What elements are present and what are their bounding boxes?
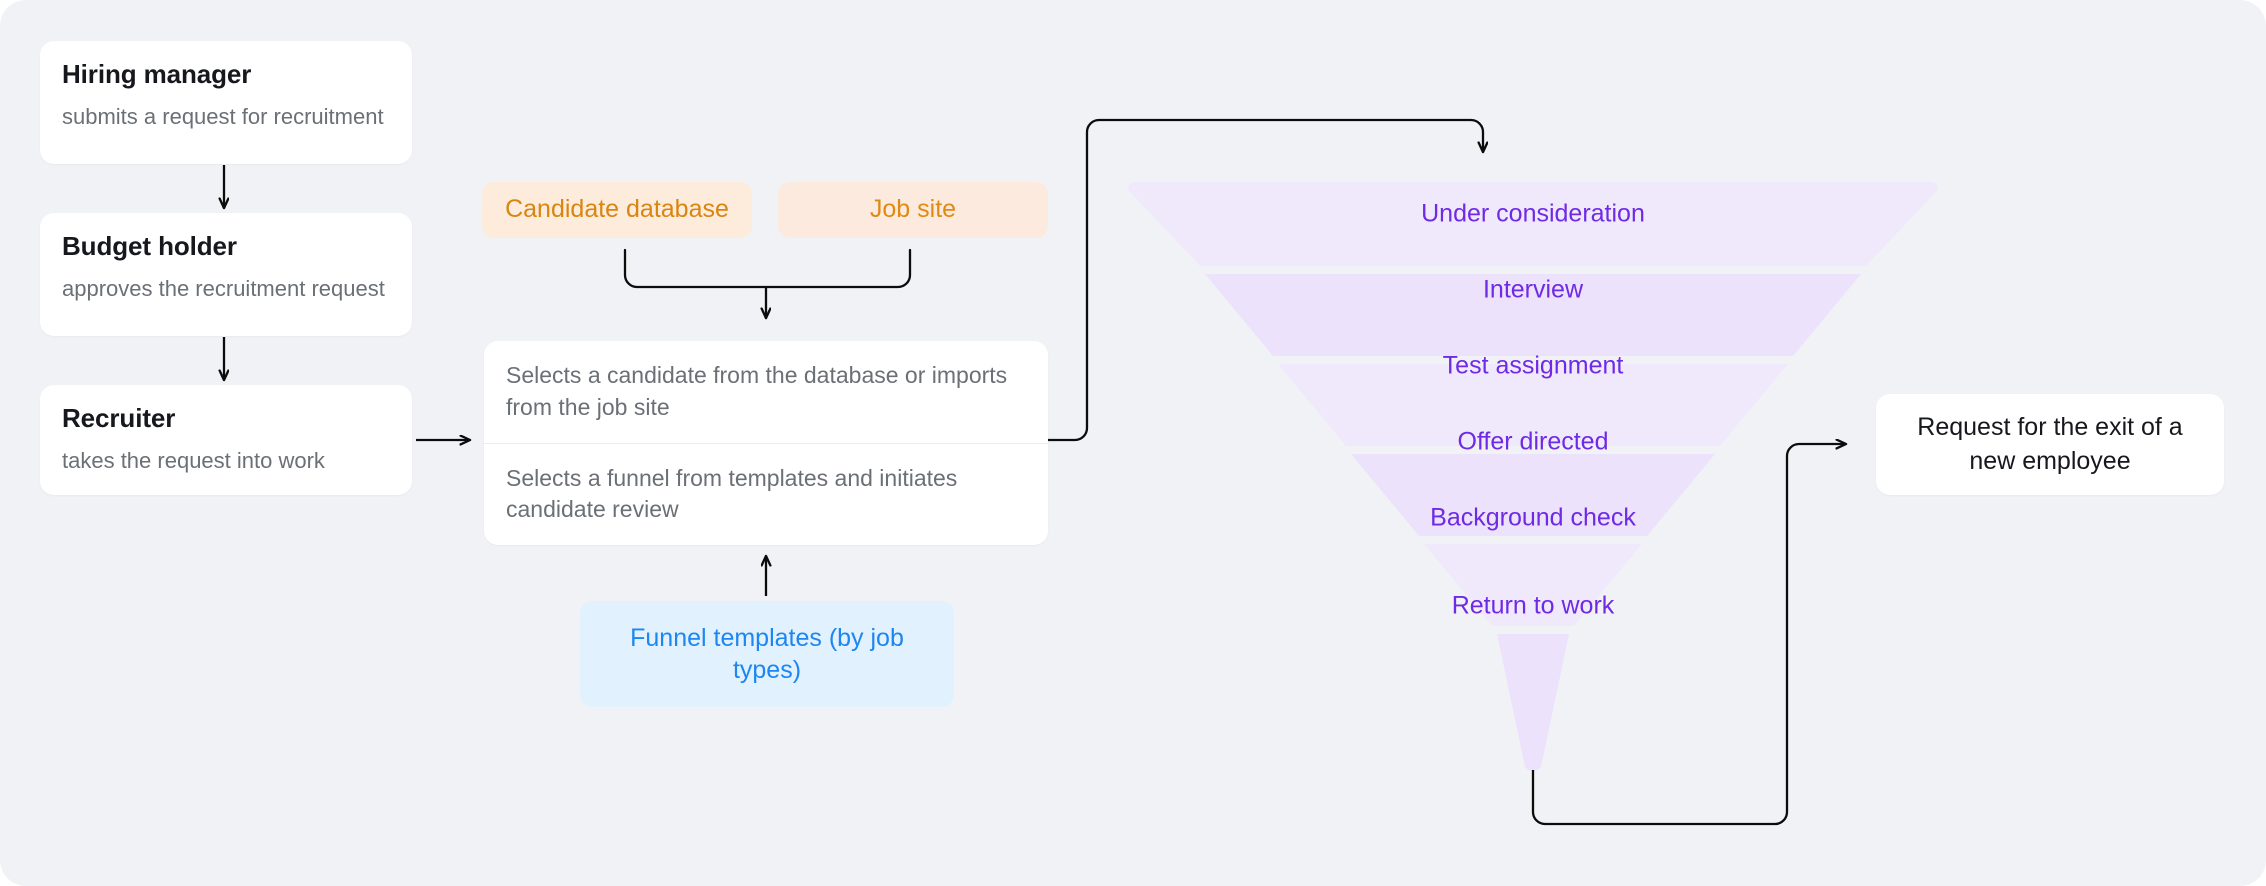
actor-description: submits a request for recruitment <box>62 104 384 130</box>
actor-card-hiring-manager[interactable]: Hiring manager submits a request for rec… <box>40 41 412 164</box>
source-chip-job-site[interactable]: Job site <box>778 182 1048 238</box>
actor-card-recruiter[interactable]: Recruiter takes the request into work <box>40 385 412 495</box>
actor-title: Hiring manager <box>62 59 252 89</box>
actor-description: approves the recruitment request <box>62 276 385 302</box>
actor-card-budget-holder[interactable]: Budget holder approves the recruitment r… <box>40 213 412 336</box>
source-chip-label: Candidate database <box>505 195 729 224</box>
actor-title: Budget holder <box>62 231 237 261</box>
funnel-stage-return-to-work[interactable]: Return to work <box>1451 591 1615 620</box>
funnel-stage-offer-directed[interactable]: Offer directed <box>1457 427 1609 456</box>
source-chip-label: Job site <box>869 195 957 224</box>
funnel-templates-label: Funnel templates (by job types) <box>630 623 904 685</box>
source-chip-candidate-database[interactable]: Candidate database <box>482 182 752 238</box>
funnel-stage-interview[interactable]: Interview <box>1482 275 1584 304</box>
exit-request-label: Request for the exit of a new employee <box>1917 412 2183 475</box>
funnel-stage-background-check[interactable]: Background check <box>1430 503 1636 532</box>
action-row-select-funnel[interactable]: Selects a funnel from templates and init… <box>484 442 1048 546</box>
action-row-select-candidate[interactable]: Selects a candidate from the database or… <box>506 362 1008 420</box>
funnel-templates-chip[interactable]: Funnel templates (by job types) <box>580 601 954 707</box>
actor-title: Recruiter <box>62 403 176 433</box>
funnel-stage-under-consideration[interactable]: Under consideration <box>1421 199 1645 228</box>
actor-description: takes the request into work <box>62 448 325 474</box>
exit-request-card[interactable]: Request for the exit of a new employee <box>1876 394 2224 495</box>
action-card[interactable]: Selects a candidate from the database or… <box>484 341 1048 545</box>
funnel-stage-test-assignment[interactable]: Test assignment <box>1442 351 1624 380</box>
